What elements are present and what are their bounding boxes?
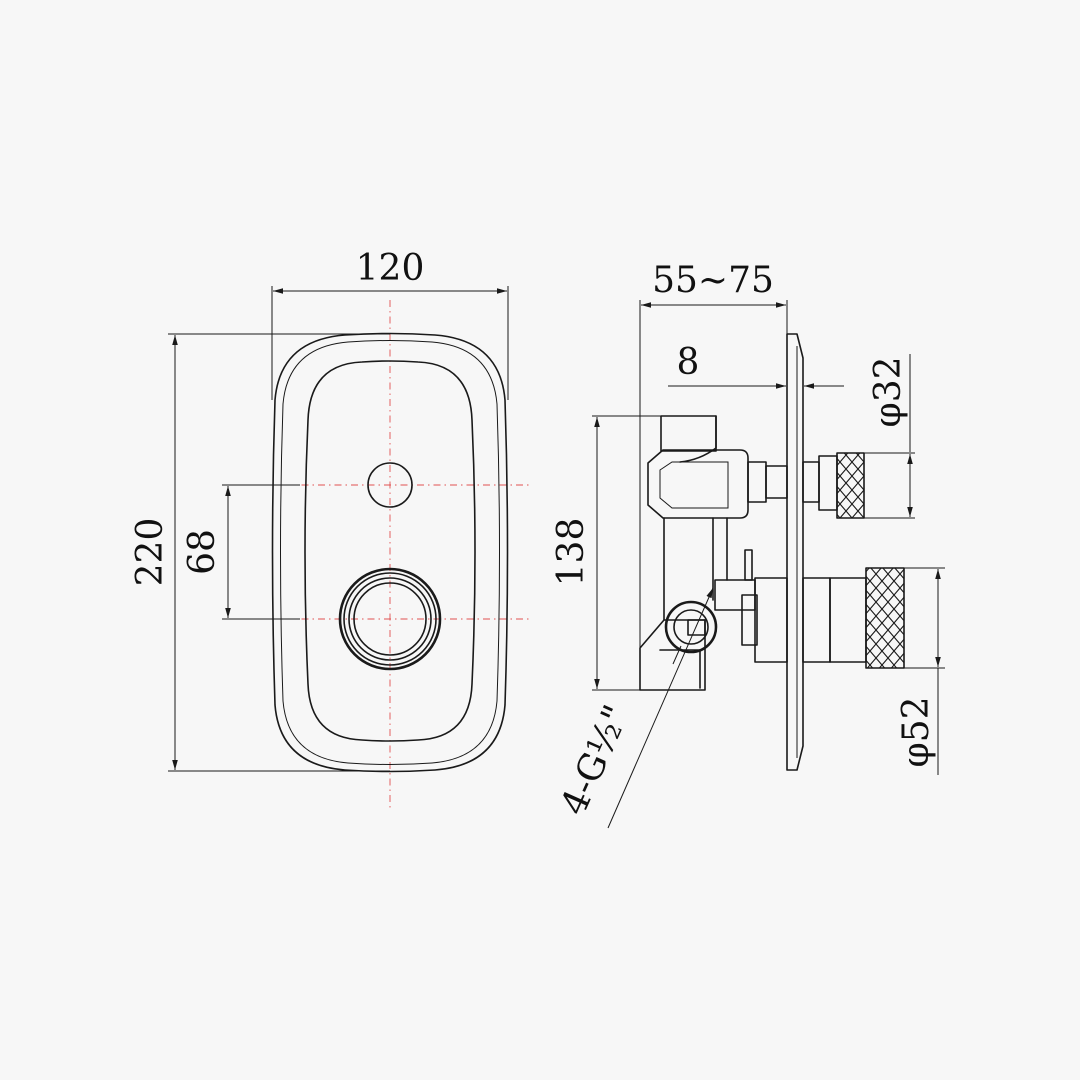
lower-valve-body xyxy=(639,549,867,691)
thread-label: 4-G½" xyxy=(553,699,637,821)
large-knob-label: φ52 xyxy=(896,696,937,767)
small-knob-label: φ32 xyxy=(868,356,909,427)
upper-valve-body xyxy=(647,415,788,519)
width-label: 120 xyxy=(356,248,425,289)
plate-label: 8 xyxy=(677,342,700,383)
main-handle xyxy=(338,567,442,671)
cover-plate-outer xyxy=(271,332,509,773)
valve-body-column xyxy=(663,517,728,621)
diverter-knob xyxy=(367,462,413,508)
inner-panel xyxy=(304,360,476,742)
dim-width: 120 xyxy=(271,248,509,400)
dim-small-knob: φ32 xyxy=(864,354,915,519)
body-height-label: 138 xyxy=(551,518,592,587)
dim-spacing: 68 xyxy=(182,484,300,620)
small-diverter-knob xyxy=(802,452,865,519)
dim-height: 220 xyxy=(130,333,390,772)
dim-thread: 4-G½" xyxy=(553,587,714,829)
dim-depth: 55~75 xyxy=(639,260,788,690)
height-label: 220 xyxy=(130,518,171,587)
dim-body-height: 138 xyxy=(551,415,661,691)
outlet-port xyxy=(664,600,718,654)
spacing-label: 68 xyxy=(182,529,223,575)
dim-large-knob: φ52 xyxy=(896,567,945,775)
side-cover-plate xyxy=(786,333,804,771)
side-view: 55~75 8 138 φ32 φ52 xyxy=(551,260,945,829)
cover-plate-bevel xyxy=(280,340,500,765)
dim-plate: 8 xyxy=(668,342,844,389)
large-handle-knob xyxy=(865,567,905,669)
front-view: 120 220 68 xyxy=(130,248,530,808)
depth-label: 55~75 xyxy=(652,260,774,301)
